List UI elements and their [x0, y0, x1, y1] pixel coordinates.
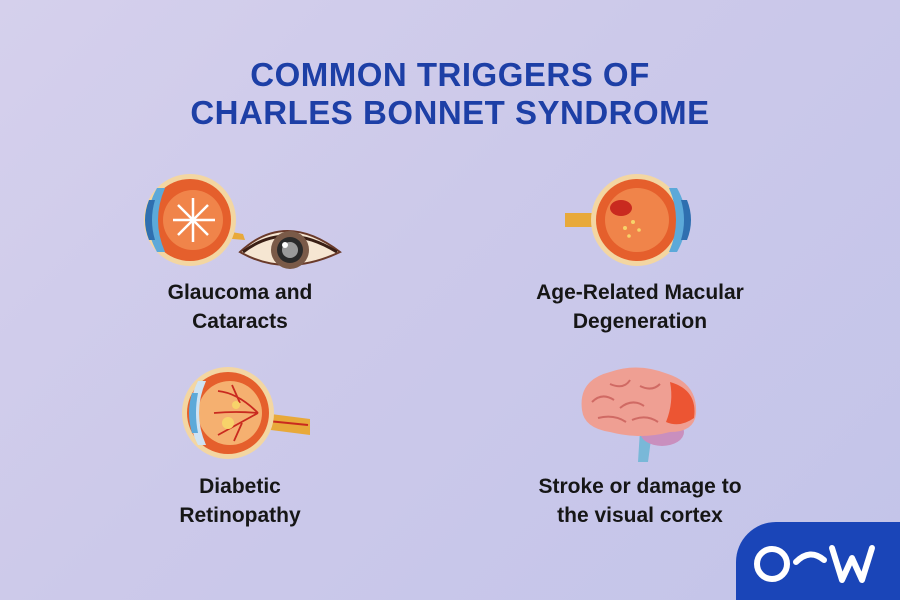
eye-glaucoma-cataract-icon: [144, 174, 342, 269]
eye-diabetic-retinopathy-icon: [182, 367, 310, 459]
trigger-label-glaucoma-cataracts: Glaucoma and Cataracts: [167, 281, 313, 333]
brand-logo-mark-icon: [754, 545, 875, 583]
brain-visual-cortex-icon: [581, 367, 697, 462]
page-title-line-1: COMMON TRIGGERS OF: [250, 56, 650, 93]
brand-logo: [736, 522, 900, 600]
trigger-label-stroke-visual-cortex: Stroke or damage to the visual cortex: [538, 475, 742, 527]
trigger-label-macular-degeneration: Age-Related Macular Degeneration: [536, 281, 744, 333]
page-title: COMMON TRIGGERS OF CHARLES BONNET SYNDRO…: [0, 56, 900, 132]
trigger-label-diabetic-retinopathy: Diabetic Retinopathy: [179, 475, 301, 527]
page-title-line-2: CHARLES BONNET SYNDROME: [190, 94, 710, 131]
eye-macular-degeneration-icon: [565, 174, 691, 266]
